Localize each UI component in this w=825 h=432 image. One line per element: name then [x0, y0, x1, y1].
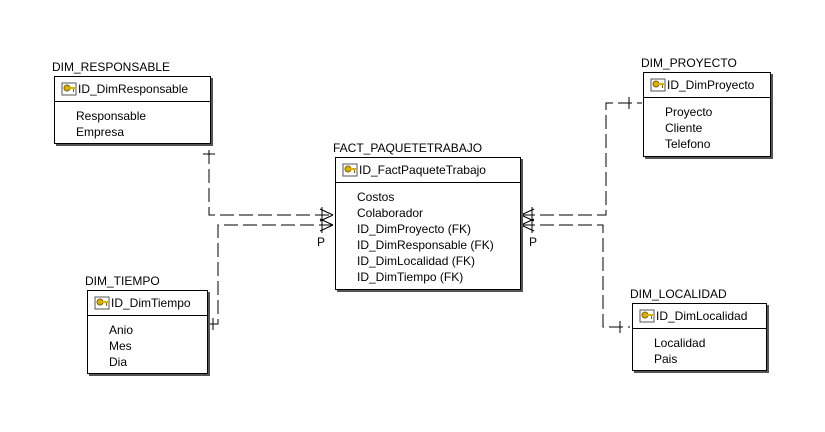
attribute-item: Localidad	[654, 336, 706, 350]
attribute-item: Mes	[109, 339, 132, 353]
key-icon	[650, 78, 666, 92]
primary-key-row: ID_DimResponsable	[55, 77, 210, 102]
relationship-p-label-left: P	[317, 235, 326, 249]
primary-key-label: ID_FactPaqueteTrabajo	[359, 163, 486, 177]
primary-key-label: ID_DimTiempo	[111, 296, 191, 310]
attribute-item: Proyecto	[665, 105, 713, 119]
crowfoot-right-bottom	[520, 217, 535, 233]
entity-title: DIM_PROYECTO	[641, 56, 737, 70]
attribute-item: Cliente	[665, 121, 703, 135]
relationship-responsable-fact	[208, 150, 333, 216]
primary-key-label: ID_DimResponsable	[78, 82, 189, 96]
attribute-item: Dia	[109, 355, 128, 369]
primary-key-row: ID_DimTiempo	[88, 291, 207, 316]
attribute-item: ID_DimProyecto (FK)	[357, 222, 472, 236]
entity-box[interactable]: ID_DimLocalidad Localidad Pais	[632, 303, 767, 371]
attribute-item: ID_DimLocalidad (FK)	[357, 254, 476, 268]
attribute-item: Responsable	[76, 109, 147, 123]
entity-title: DIM_LOCALIDAD	[630, 287, 727, 301]
relationship-fact-proyecto	[521, 102, 642, 216]
attribute-list: Responsable Empresa	[55, 102, 210, 140]
primary-key-label: ID_DimProyecto	[667, 78, 755, 92]
entity-title: DIM_RESPONSABLE	[52, 60, 171, 74]
attribute-item: ID_DimResponsable (FK)	[357, 238, 494, 252]
attribute-list: Proyecto Cliente Telefono	[644, 98, 770, 152]
entity-box[interactable]: ID_FactPaqueteTrabajo Costos Colaborador…	[335, 157, 521, 290]
entity-box[interactable]: ID_DimResponsable Responsable Empresa	[54, 76, 211, 144]
relationship-fact-localidad	[521, 224, 630, 328]
key-icon	[639, 309, 655, 323]
primary-key-row: ID_DimProyecto	[644, 73, 770, 98]
relationship-p-label-right: P	[529, 235, 538, 249]
primary-key-row: ID_FactPaqueteTrabajo	[336, 158, 520, 183]
key-icon	[94, 296, 110, 310]
attribute-item: ID_DimTiempo (FK)	[357, 270, 464, 284]
attribute-list: Costos Colaborador ID_DimProyecto (FK) I…	[336, 183, 520, 285]
entity-title: DIM_TIEMPO	[85, 274, 160, 288]
attribute-item: Costos	[357, 190, 395, 204]
attribute-item: Telefono	[665, 137, 711, 151]
entity-box[interactable]: ID_DimProyecto Proyecto Cliente Telefono	[643, 72, 771, 157]
attribute-list: Anio Mes Dia	[88, 316, 207, 370]
primary-key-row: ID_DimLocalidad	[633, 304, 766, 329]
entity-title: FACT_PAQUETETRABAJO	[333, 141, 483, 155]
crowfoot-left-bottom	[319, 217, 334, 233]
attribute-item: Colaborador	[357, 206, 424, 220]
relationship-tiempo-fact	[209, 224, 333, 325]
key-icon	[61, 82, 77, 96]
key-icon	[342, 163, 358, 177]
attribute-item: Pais	[654, 352, 678, 366]
primary-key-label: ID_DimLocalidad	[656, 309, 748, 323]
attribute-item: Empresa	[76, 125, 125, 139]
attribute-item: Anio	[109, 323, 134, 337]
entity-box[interactable]: ID_DimTiempo Anio Mes Dia	[87, 290, 208, 374]
attribute-list: Localidad Pais	[633, 329, 766, 367]
